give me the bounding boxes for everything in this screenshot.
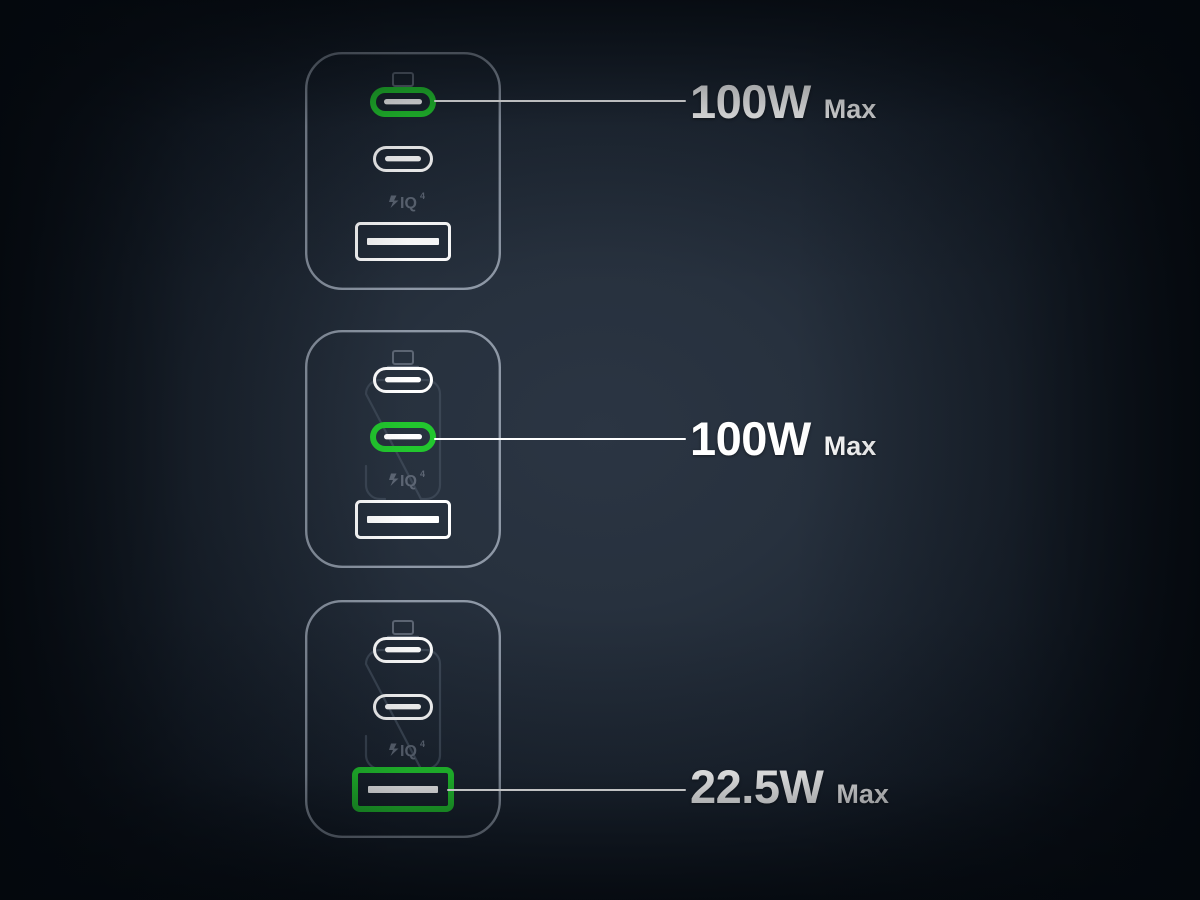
leader-line-bottom — [447, 789, 686, 791]
laptop-icon — [386, 620, 420, 639]
callout-watt-value: 100W — [690, 75, 811, 128]
iq-superscript: 4 — [420, 469, 425, 479]
callout-middle: 100W Max — [690, 415, 876, 462]
callout-bottom: 22.5W Max — [690, 763, 889, 810]
power-iq-mark: IQ 4 — [389, 191, 425, 212]
port-usb-a[interactable] — [355, 222, 451, 261]
callout-watt-value: 22.5W — [690, 760, 824, 813]
port-usb-c-lower[interactable] — [373, 146, 433, 172]
iq-text: IQ — [400, 743, 417, 760]
charger-top: IQ 4 — [305, 52, 502, 291]
iq-text: IQ — [400, 473, 417, 490]
callout-max-label: Max — [823, 94, 877, 124]
iq-superscript: 4 — [420, 191, 425, 201]
iq-superscript: 4 — [420, 739, 425, 749]
charger-bottom: IQ 4 — [305, 600, 502, 839]
port-usb-c-upper[interactable] — [370, 87, 436, 117]
laptop-icon — [386, 350, 420, 369]
laptop-icon — [386, 72, 420, 91]
power-iq-mark: IQ 4 — [389, 469, 425, 490]
power-iq-mark: IQ 4 — [389, 739, 425, 760]
charger-middle: IQ 4 — [305, 330, 502, 569]
callout-top: 100W Max — [690, 78, 876, 125]
port-usb-a[interactable] — [355, 500, 451, 539]
port-usb-c-lower[interactable] — [370, 422, 436, 452]
callout-max-label: Max — [836, 779, 889, 809]
port-usb-a[interactable] — [352, 767, 454, 812]
leader-line-middle — [434, 438, 686, 440]
iq-text: IQ — [400, 195, 417, 212]
callout-watt-value: 100W — [690, 412, 811, 465]
leader-line-top — [434, 100, 686, 102]
callout-max-label: Max — [823, 431, 877, 461]
port-usb-c-lower[interactable] — [373, 694, 433, 720]
